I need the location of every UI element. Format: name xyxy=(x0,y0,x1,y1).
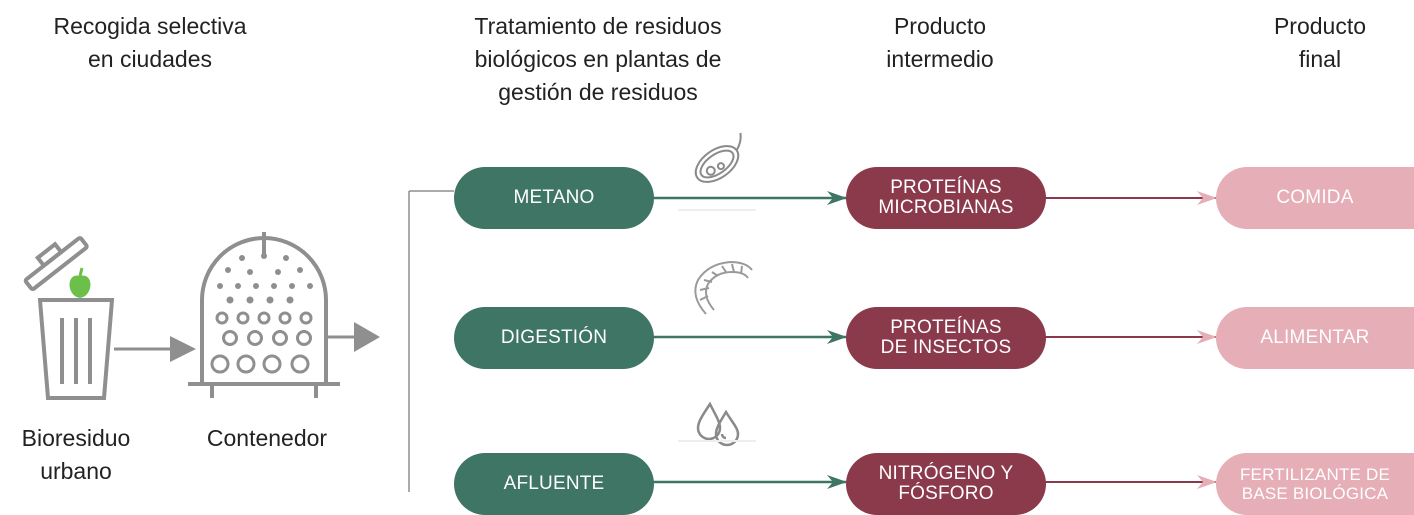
final-label-line-2: BASE BIOLÓGICA xyxy=(1241,484,1389,503)
larva-icon xyxy=(694,260,753,315)
header-intermediate: Producto intermedio xyxy=(860,10,1020,76)
header-collection: Recogida selectiva en ciudades xyxy=(20,10,280,76)
treatment-label: DIGESTIÓN xyxy=(500,327,608,348)
header-intermediate-line-1: Producto xyxy=(893,13,987,39)
treatment-pill-digestion: DIGESTIÓN xyxy=(454,307,654,369)
trash-bin-icon xyxy=(23,236,115,400)
header-final-line-1: Producto xyxy=(1273,13,1367,39)
biowaste-label-line-2: urbano xyxy=(40,458,112,484)
treatment-label: AFLUENTE xyxy=(503,473,605,494)
intermediate-pill-insect-proteins: PROTEÍNAS DE INSECTOS xyxy=(846,307,1046,369)
final-label: COMIDA xyxy=(1276,187,1354,208)
container-label: Contenedor xyxy=(192,422,342,455)
container-label-text: Contenedor xyxy=(206,425,328,451)
intermediate-label-line-1: PROTEÍNAS xyxy=(890,177,1002,198)
biowaste-label: Bioresiduo urbano xyxy=(0,422,152,488)
intermediate-label-line-2: FÓSFORO xyxy=(898,483,994,504)
branch-connector xyxy=(408,190,454,492)
header-collection-line-2: en ciudades xyxy=(87,46,213,72)
final-label: ALIMENTAR xyxy=(1260,327,1370,348)
biowaste-label-line-1: Bioresiduo xyxy=(21,425,131,451)
header-final: Producto final xyxy=(1250,10,1390,76)
final-label-line-1: FERTILIZANTE DE xyxy=(1239,465,1391,484)
intermediate-pill-microbial-proteins: PROTEÍNAS MICROBIANAS xyxy=(846,167,1046,229)
treatment-pill-afluente: AFLUENTE xyxy=(454,453,654,515)
final-pill-food: COMIDA xyxy=(1216,167,1414,229)
intermediate-label-line-2: MICROBIANAS xyxy=(878,197,1014,218)
header-treatment-line-3: gestión de residuos xyxy=(498,79,698,105)
intermediate-label-line-1: NITRÓGENO Y xyxy=(878,463,1014,484)
droplets-icon xyxy=(696,401,740,447)
final-pill-biofertilizer: FERTILIZANTE DE BASE BIOLÓGICA xyxy=(1216,453,1414,515)
arrow-bin-to-container xyxy=(114,336,196,362)
header-final-line-2: final xyxy=(1298,46,1342,72)
header-treatment-line-1: Tratamiento de residuos xyxy=(474,13,722,39)
apple-icon xyxy=(69,267,91,298)
header-collection-line-1: Recogida selectiva xyxy=(53,13,247,39)
intermediate-pill-nitrogen-phosphorus: NITRÓGENO Y FÓSFORO xyxy=(846,453,1046,515)
header-intermediate-line-2: intermedio xyxy=(886,46,994,72)
intermediate-label-line-2: DE INSECTOS xyxy=(880,337,1012,358)
final-pill-feed: ALIMENTAR xyxy=(1216,307,1414,369)
treatment-label: METANO xyxy=(513,187,595,208)
treatment-pill-metano: METANO xyxy=(454,167,654,229)
intermediate-label-line-1: PROTEÍNAS xyxy=(890,317,1002,338)
header-treatment-line-2: biológicos en plantas de xyxy=(474,46,722,72)
microbe-icon xyxy=(694,132,742,183)
container-icon xyxy=(188,232,340,398)
arrow-container-out xyxy=(328,322,380,352)
header-treatment: Tratamiento de residuos biológicos en pl… xyxy=(448,10,748,109)
